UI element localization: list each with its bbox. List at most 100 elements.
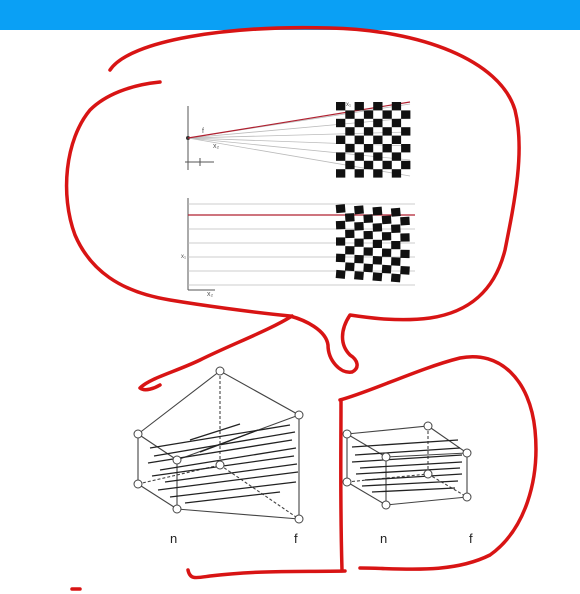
checker-square: [401, 144, 411, 153]
checker-square: [400, 216, 410, 226]
checker-square: [336, 118, 346, 128]
checker-square: [354, 271, 364, 281]
perspective-frustum: [137, 370, 300, 520]
checker-square: [344, 262, 355, 272]
box-near-label: n: [380, 531, 388, 546]
principal-ray: [187, 101, 411, 139]
checker-square: [345, 229, 355, 239]
divider-stroke: [339, 398, 344, 572]
checker-square: [354, 152, 364, 161]
box-ray: [351, 439, 459, 448]
orthographic-projection-figure: x₂ x₁: [181, 198, 415, 298]
checker-square: [401, 110, 411, 119]
checker-square: [400, 265, 410, 275]
checker-square: [373, 135, 383, 144]
checker-square: [382, 127, 392, 136]
bottom-underline: [186, 568, 347, 580]
checker-square: [381, 232, 392, 241]
checker-square: [391, 257, 401, 266]
checker-square: [363, 160, 374, 170]
frustum-far-label: f: [294, 531, 298, 546]
checker-square: [391, 135, 402, 144]
checker-square: [382, 144, 392, 153]
checker-square: [373, 118, 383, 128]
checker-square: [363, 110, 374, 119]
checker-square: [354, 102, 364, 111]
checker-square: [401, 160, 411, 170]
checker-square: [345, 246, 355, 255]
box-ray: [371, 487, 456, 493]
checker-square: [363, 127, 374, 136]
checker-square: [363, 247, 373, 256]
checker-square: [381, 264, 392, 274]
box-ray: [359, 461, 463, 469]
orthographic-box: [346, 425, 468, 506]
checker-square: [372, 256, 383, 265]
frustum-vertices: [133, 366, 304, 524]
x2-label-mid: x₂: [207, 291, 214, 298]
checker-square: [401, 127, 411, 136]
checker-square: [391, 241, 401, 250]
projection-rays: [187, 103, 411, 177]
checker-square: [354, 238, 364, 247]
checker-square: [391, 224, 401, 233]
x1-label-mid: x₁: [181, 254, 186, 260]
checker-square: [335, 269, 346, 279]
projection-ray: [187, 137, 411, 161]
frustum-ray: [157, 471, 299, 491]
x2-label-top: x₂: [213, 143, 220, 150]
frustum-ray: [153, 431, 296, 457]
speech-bubble-outline: [64, 25, 521, 374]
checker-square: [391, 102, 402, 111]
checker-square: [336, 102, 346, 111]
box-far-label: f: [469, 531, 473, 546]
checker-square: [335, 220, 346, 230]
checker-square: [372, 272, 383, 282]
checker-square: [336, 135, 346, 144]
checker-square: [336, 169, 346, 178]
checker-square: [345, 110, 355, 119]
checker-square: [354, 205, 364, 215]
checker-square: [354, 169, 364, 178]
frustum-ray: [149, 424, 291, 449]
projection-ray: [187, 117, 411, 139]
checker-square: [354, 221, 364, 231]
perspective-projection-figure: x₂ x₁ f: [185, 101, 411, 178]
checker-square: [354, 254, 364, 264]
checker-square: [372, 223, 383, 232]
checker-square: [345, 144, 355, 153]
checker-square: [345, 127, 355, 136]
checker-square: [335, 253, 346, 263]
top-bar: [0, 0, 580, 30]
frustum-ray: [169, 481, 297, 498]
checker-square: [391, 152, 402, 161]
checker-square: [373, 102, 383, 111]
checker-square: [363, 144, 374, 153]
right-box-outline: [338, 355, 538, 571]
frustum-ray: [159, 447, 297, 471]
frustum-near-label: n: [170, 531, 178, 546]
frustum-ray: [199, 429, 259, 453]
checkerboard-mid: [335, 204, 410, 283]
checker-square: [373, 169, 383, 178]
checker-square: [372, 239, 382, 248]
box-ray: [354, 447, 461, 456]
x1-label-top: x₁: [346, 102, 351, 108]
checker-square: [400, 233, 410, 242]
checker-square: [336, 152, 346, 161]
checker-square: [391, 169, 402, 178]
frustum-ray: [184, 491, 281, 504]
checker-square: [335, 204, 346, 214]
checker-square: [381, 248, 392, 257]
checker-square: [373, 152, 383, 161]
checker-square: [390, 207, 401, 217]
checker-square: [363, 230, 373, 240]
checker-square: [372, 206, 383, 216]
checker-square: [381, 215, 392, 225]
checker-square: [354, 118, 364, 128]
box-ray: [355, 467, 461, 475]
checker-square: [382, 110, 392, 119]
checker-square: [391, 118, 402, 128]
box-ray: [364, 473, 463, 481]
